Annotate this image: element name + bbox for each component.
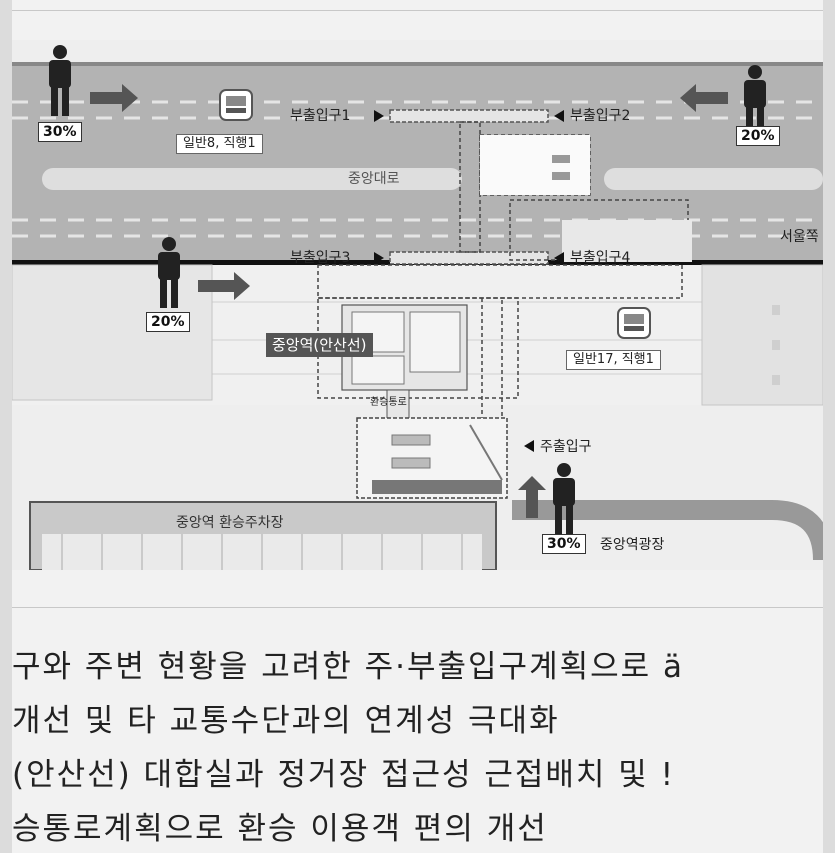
- station-area-map: [12, 40, 823, 570]
- body-line-2: 개선 및 타 교통수단과의 연계성 극대화: [12, 703, 560, 739]
- body-line-4: 승통로계획으로 환승 이용객 편의 개선: [12, 811, 548, 847]
- plaza-label: 중앙역광장: [600, 537, 665, 553]
- entrance-pointers: [374, 110, 564, 452]
- entrance-label-sub3: 부출입구3: [290, 250, 351, 266]
- plaza-curve: [512, 500, 823, 561]
- station-name-label: 중앙역(안산선): [266, 333, 373, 357]
- parking-lot-label: 중앙역 환승주차장: [176, 515, 284, 531]
- parking-lot: [29, 501, 497, 570]
- bus-stop-label-north: 일반8, 직행1: [176, 134, 263, 154]
- person-icons: [49, 45, 766, 534]
- entrance-label-sub1: 부출입구1: [290, 108, 351, 124]
- person-icon: [553, 463, 575, 534]
- bus-icon: [219, 89, 253, 121]
- main-entrance-building: [356, 417, 508, 499]
- person-icon: [744, 65, 766, 136]
- walk-arrows: [90, 84, 728, 518]
- body-line-3: (안산선) 대합실과 정거장 접근성 근접배치 및 !: [12, 757, 676, 793]
- percent-badge-top-left: 30%: [38, 122, 82, 142]
- top-divider: [12, 10, 823, 11]
- left-frame: [0, 0, 12, 853]
- bus-stop-label-south: 일반17, 직행1: [566, 350, 661, 370]
- entrance-label-sub4: 부출입구4: [570, 250, 631, 266]
- edge-direction-label: 서울쪽: [780, 229, 819, 245]
- person-icon: [158, 237, 180, 308]
- transfer-passage-label: 환승통로: [370, 397, 407, 408]
- entrance-label-main: 주출입구: [540, 439, 592, 455]
- road-name-label: 중앙대로: [348, 171, 400, 187]
- section-divider: [12, 607, 823, 608]
- bus-icon: [617, 307, 651, 339]
- person-icon: [49, 45, 71, 116]
- entrance-label-sub2: 부출입구2: [570, 108, 631, 124]
- right-frame: [823, 0, 835, 853]
- body-line-1: 구와 주변 현황을 고려한 주·부출입구계획으로 ä: [12, 649, 684, 685]
- percent-badge-mid-left: 20%: [146, 312, 190, 332]
- percent-badge-top-right: 20%: [736, 126, 780, 146]
- percent-badge-bottom: 30%: [542, 534, 586, 554]
